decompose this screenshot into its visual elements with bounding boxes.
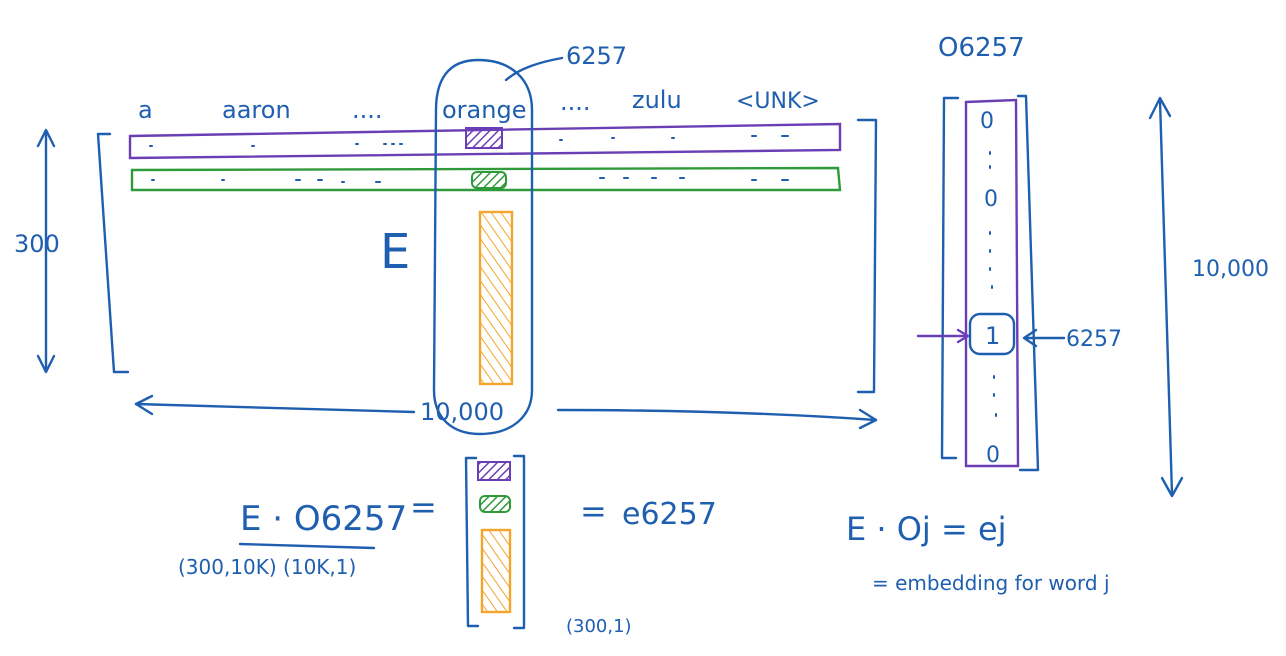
- word-orange: orange: [442, 96, 526, 124]
- onehot-dim-arrow-down: [1160, 476, 1184, 498]
- cols-arrow-right-line: [556, 408, 878, 422]
- word-dots-1: ....: [352, 96, 383, 124]
- purple-row: [128, 122, 842, 160]
- onehot-dots: [989, 151, 997, 417]
- result-orange-column: [480, 528, 512, 614]
- purple-cell: [465, 127, 503, 149]
- onehot-dim-label: 10,000: [1192, 257, 1269, 282]
- result-left-bracket: [464, 456, 480, 628]
- onehot-left-pointer-head: [956, 328, 971, 344]
- rows-dim-label: 300: [14, 230, 60, 258]
- orange-column-highlight: [432, 58, 534, 436]
- word-a: a: [138, 96, 153, 124]
- word-dots-2: ....: [560, 88, 591, 116]
- onehot-index-label: 6257: [1066, 327, 1122, 352]
- rows-arrow-head-up: [36, 128, 56, 148]
- equation-right-formula: E · Oj = ej: [846, 510, 1007, 548]
- matrix-name-label: E: [380, 224, 410, 280]
- equation-result: e6257: [622, 497, 717, 532]
- onehot-dim-arrow-line: [1158, 98, 1174, 496]
- onehot-purple-column: [964, 98, 1020, 468]
- cols-arrow-left-line: [134, 402, 416, 414]
- word-aaron: aaron: [222, 96, 291, 124]
- onehot-dim-arrow-up: [1148, 96, 1172, 120]
- cols-arrow-head-left: [134, 394, 154, 416]
- equation-equals-2: =: [580, 492, 607, 530]
- result-dim: (300,1): [566, 616, 632, 637]
- equation-lhs: E · O6257: [240, 499, 407, 539]
- onehot-index-pointer-head: [1022, 328, 1038, 348]
- onehot-mid-zero: 0: [984, 187, 998, 212]
- orange-column-embedding: [478, 210, 514, 386]
- index-pointer-line: [504, 56, 564, 82]
- onehot-title: O6257: [938, 33, 1025, 63]
- equation-equals-1: =: [410, 488, 437, 526]
- onehot-one-label: 1: [985, 322, 1000, 350]
- cols-arrow-head-right: [858, 408, 878, 430]
- equation-dims: (300,10K) (10K,1): [178, 555, 356, 579]
- equation-right-caption: = embedding for word j: [872, 571, 1110, 595]
- cols-dim-label: 10,000: [420, 398, 504, 426]
- green-row: [130, 166, 842, 192]
- onehot-bottom-zero: 0: [986, 443, 1000, 468]
- matrix-right-bracket: [856, 118, 878, 394]
- result-right-bracket: [512, 454, 526, 630]
- result-green-cell: [479, 495, 511, 513]
- onehot-one-cell: [968, 312, 1016, 356]
- onehot-top-zero: 0: [980, 109, 994, 134]
- onehot-left-bracket: [940, 96, 960, 460]
- row-dots: [149, 135, 789, 183]
- word-zulu: zulu: [632, 86, 682, 114]
- rows-arrow-head-down: [36, 354, 56, 374]
- onehot-right-bracket: [1016, 94, 1040, 472]
- result-purple-cell: [477, 461, 511, 481]
- word-unk: <UNK>: [736, 89, 820, 114]
- equation-underline: [238, 542, 376, 550]
- green-cell: [471, 171, 507, 189]
- matrix-left-bracket: [96, 132, 130, 374]
- index-label-top: 6257: [566, 42, 627, 70]
